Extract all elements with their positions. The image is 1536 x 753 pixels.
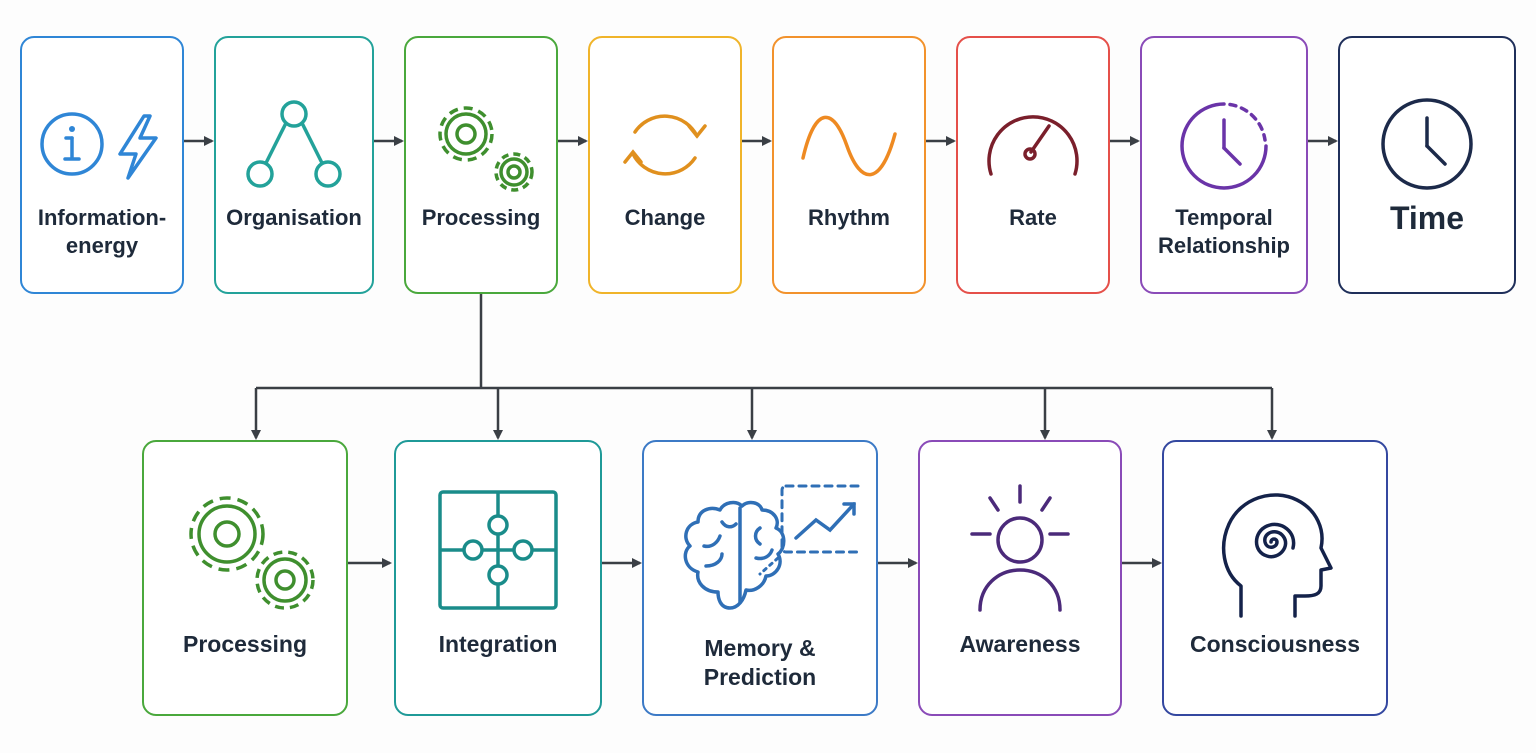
- node-label: Organisation: [226, 205, 362, 230]
- node-temporal-relationship: Temporal Relationship: [1140, 36, 1308, 294]
- node-information-energy: Information-energy: [20, 36, 184, 294]
- brain-trend-icon: [683, 484, 860, 610]
- node-label: Rate: [1009, 205, 1057, 230]
- node-label: Time: [1389, 200, 1465, 236]
- node-label: Change: [624, 205, 706, 230]
- node-processing-bottom: Processing: [142, 440, 348, 716]
- node-label: Rhythm: [808, 205, 890, 230]
- node-rhythm: Rhythm: [772, 36, 926, 294]
- node-label: Awareness: [959, 631, 1081, 657]
- node-integration: Integration: [394, 440, 602, 716]
- info-energy-icon-group: [22, 96, 182, 196]
- trend-chart-icon: [758, 484, 860, 576]
- gears-icon: [189, 496, 315, 610]
- lightning-icon: [118, 114, 158, 180]
- node-consciousness: Consciousness: [1162, 440, 1388, 716]
- node-label: Integration: [438, 631, 558, 657]
- node-change: Change: [588, 36, 742, 294]
- clock-icon: [1381, 98, 1473, 190]
- person-rays-icon: [970, 484, 1070, 612]
- node-label: Processing: [421, 205, 541, 230]
- node-processing-top: Processing: [404, 36, 558, 294]
- gears-icon: [438, 106, 534, 192]
- info-icon: [40, 112, 104, 176]
- node-memory-prediction: Memory & Prediction: [642, 440, 878, 716]
- node-awareness: Awareness: [918, 440, 1122, 716]
- clock-dashed-icon: [1180, 102, 1268, 190]
- brain-icon: [683, 500, 786, 610]
- gauge-icon: [987, 115, 1079, 176]
- cycle-arrows-icon: [623, 114, 707, 176]
- node-rate: Rate: [956, 36, 1110, 294]
- node-tree-icon: [246, 100, 342, 188]
- head-spiral-icon: [1221, 493, 1333, 618]
- node-label: Memory & Prediction: [703, 635, 817, 690]
- sine-wave-icon: [801, 115, 897, 177]
- puzzle-icon: [438, 490, 558, 610]
- node-label: Information-energy: [37, 205, 167, 258]
- node-label: Consciousness: [1190, 631, 1360, 657]
- node-label: Temporal Relationship: [1157, 205, 1290, 258]
- node-time: Time: [1338, 36, 1516, 294]
- node-organisation: Organisation: [214, 36, 374, 294]
- node-label: Processing: [183, 631, 307, 657]
